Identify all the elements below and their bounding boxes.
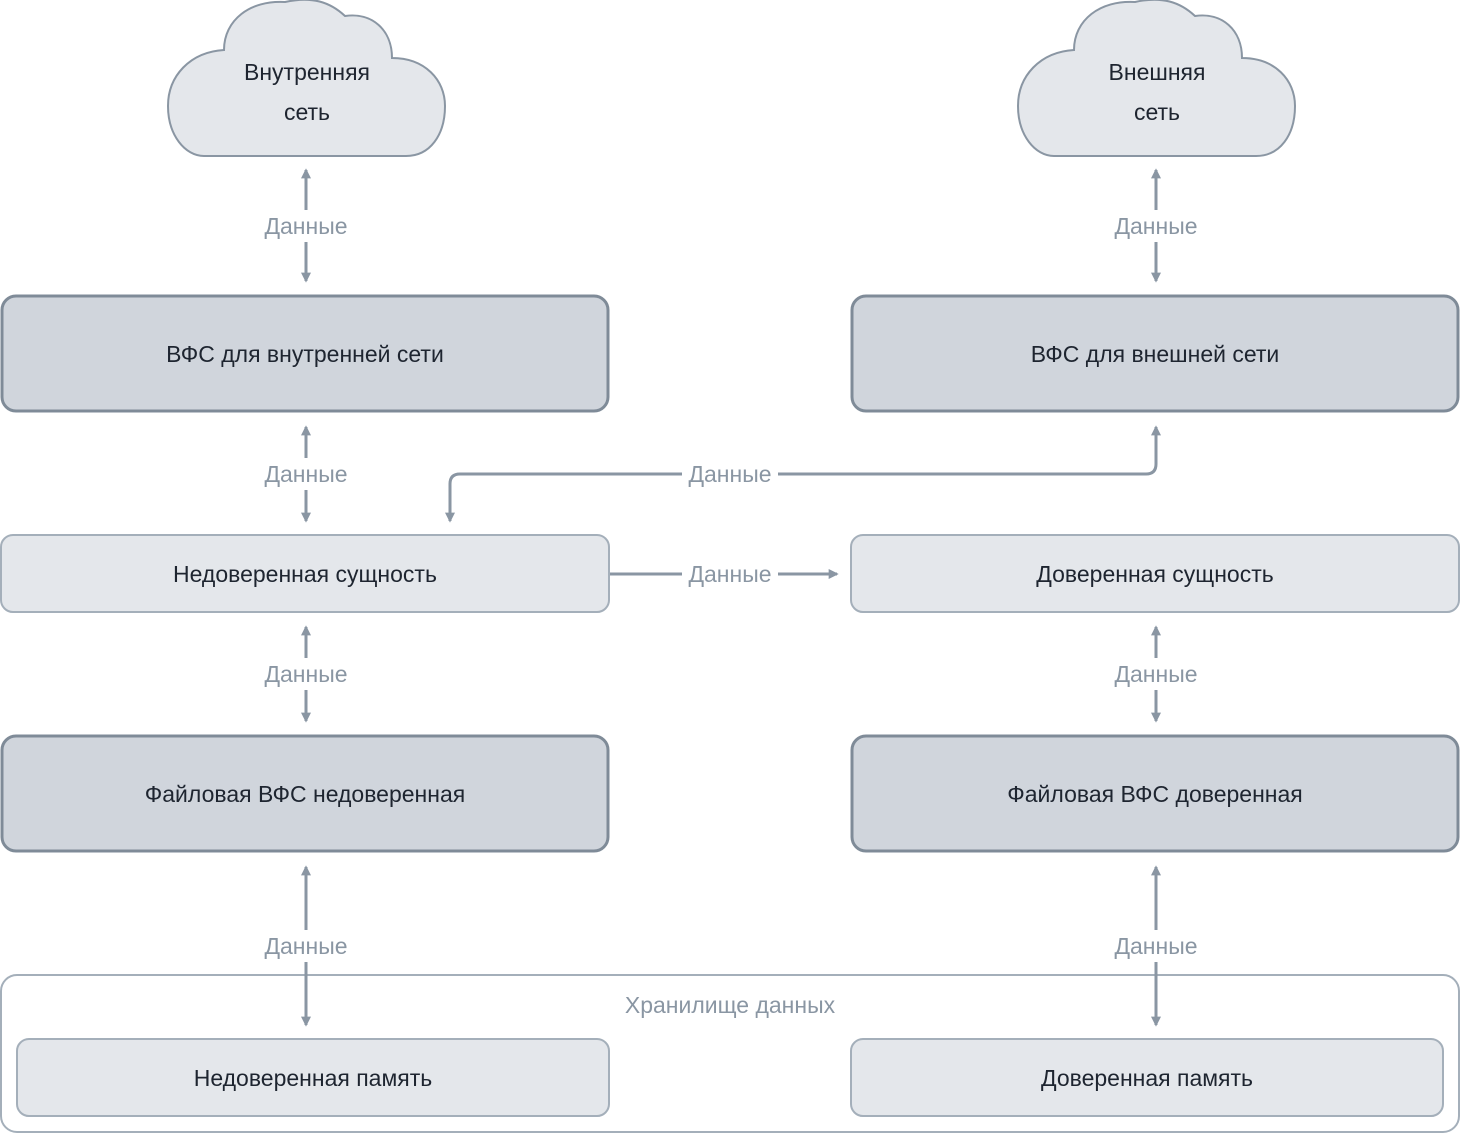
- node-trusted-memory-label: Доверенная память: [1041, 1065, 1253, 1091]
- node-vfs-internal-label: ВФС для внутренней сети: [166, 341, 444, 367]
- node-file-vfs-trusted-label: Файловая ВФС доверенная: [1007, 781, 1302, 807]
- edge-label: Данные: [1114, 661, 1197, 687]
- edge-label: Данные: [688, 561, 771, 587]
- edge-vfs-external-untrusted: [445, 425, 1161, 523]
- edge-label: Данные: [264, 461, 347, 487]
- node-untrusted-memory: Недоверенная память: [16, 1038, 610, 1117]
- external-network-cloud: Внешняя сеть: [1016, 0, 1297, 157]
- node-untrusted-entity: Недоверенная сущность: [0, 534, 610, 613]
- edge-label: Данные: [264, 661, 347, 687]
- node-trusted-entity: Доверенная сущность: [850, 534, 1460, 613]
- storage-group-label: Хранилище данных: [625, 992, 836, 1018]
- node-untrusted-entity-label: Недоверенная сущность: [173, 561, 437, 587]
- node-trusted-memory: Доверенная память: [850, 1038, 1444, 1117]
- node-file-vfs-untrusted-label: Файловая ВФС недоверенная: [145, 781, 465, 807]
- node-file-vfs-untrusted: Файловая ВФС недоверенная: [0, 734, 610, 853]
- node-untrusted-memory-label: Недоверенная память: [194, 1065, 433, 1091]
- edge-label: Данные: [688, 461, 771, 487]
- node-vfs-external-label: ВФС для внешней сети: [1031, 341, 1280, 367]
- edge-label: Данные: [264, 213, 347, 239]
- internal-network-label-line1: Внутренняя: [244, 59, 370, 85]
- edge-label: Данные: [1114, 933, 1197, 959]
- internal-network-label-line2: сеть: [284, 99, 330, 125]
- node-vfs-internal: ВФС для внутренней сети: [0, 294, 610, 413]
- node-vfs-external: ВФС для внешней сети: [850, 294, 1460, 413]
- external-network-label-line2: сеть: [1134, 99, 1180, 125]
- edge-label: Данные: [1114, 213, 1197, 239]
- node-trusted-entity-label: Доверенная сущность: [1036, 561, 1273, 587]
- node-file-vfs-trusted: Файловая ВФС доверенная: [850, 734, 1460, 853]
- internal-network-cloud: Внутренняя сеть: [166, 0, 447, 157]
- edge-label: Данные: [264, 933, 347, 959]
- external-network-label-line1: Внешняя: [1109, 59, 1206, 85]
- edge-labels: Данные Данные Данные Данные Данные Данны…: [256, 210, 1206, 962]
